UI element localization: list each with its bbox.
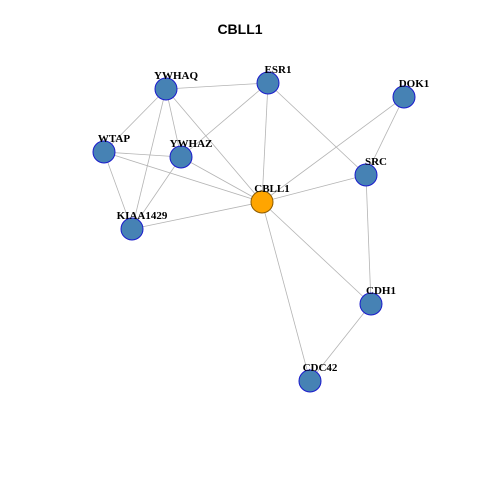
edge-cbll1-cdc42: [261, 201, 311, 382]
edge-cbll1-cdh1: [261, 201, 372, 305]
node-dok1[interactable]: [392, 85, 416, 109]
node-kiaa1429[interactable]: [120, 217, 144, 241]
edge-ywhaq-kiaa1429: [131, 88, 167, 230]
edge-ywhaz-kiaa1429: [131, 156, 182, 230]
edge-layer: [103, 82, 405, 382]
node-esr1[interactable]: [256, 71, 280, 95]
edge-ywhaq-cbll1: [165, 88, 263, 203]
node-cbll1[interactable]: [250, 190, 274, 214]
node-label-esr1: ESR1: [265, 64, 292, 76]
node-label-cdh1: CDH1: [366, 285, 396, 297]
edge-ywhaq-wtap: [103, 88, 167, 153]
edge-cdh1-cdc42: [309, 303, 372, 382]
node-ywhaq[interactable]: [154, 77, 178, 101]
node-cdc42[interactable]: [298, 369, 322, 393]
edge-ywhaq-esr1: [165, 82, 269, 90]
node-label-cbll1: CBLL1: [254, 183, 289, 195]
edge-src-cdh1: [365, 174, 372, 305]
node-layer: [92, 71, 416, 393]
node-label-wtap: WTAP: [98, 133, 130, 145]
edge-wtap-ywhaz: [103, 151, 182, 158]
node-label-ywhaq: YWHAQ: [154, 70, 198, 82]
edge-ywhaz-cbll1: [180, 156, 263, 203]
node-cdh1[interactable]: [359, 292, 383, 316]
edge-ywhaq-ywhaz: [165, 88, 182, 158]
node-src[interactable]: [354, 163, 378, 187]
node-ywhaz[interactable]: [169, 145, 193, 169]
node-label-ywhaz: YWHAZ: [170, 138, 213, 150]
node-wtap[interactable]: [92, 140, 116, 164]
edge-esr1-ywhaz: [180, 82, 269, 158]
edge-cbll1-src: [261, 174, 367, 203]
node-label-dok1: DOK1: [399, 78, 430, 90]
edge-wtap-kiaa1429: [103, 151, 133, 230]
edge-dok1-cbll1: [261, 96, 405, 203]
edge-dok1-src: [365, 96, 405, 176]
edge-kiaa1429-cbll1: [131, 201, 263, 230]
graph-title: CBLL1: [217, 21, 263, 37]
node-label-src: SRC: [365, 156, 387, 168]
node-label-cdc42: CDC42: [303, 362, 338, 374]
edge-esr1-cbll1: [261, 82, 269, 203]
edge-wtap-cbll1: [103, 151, 263, 203]
node-label-kiaa1429: KIAA1429: [117, 210, 168, 222]
edge-esr1-src: [267, 82, 367, 176]
